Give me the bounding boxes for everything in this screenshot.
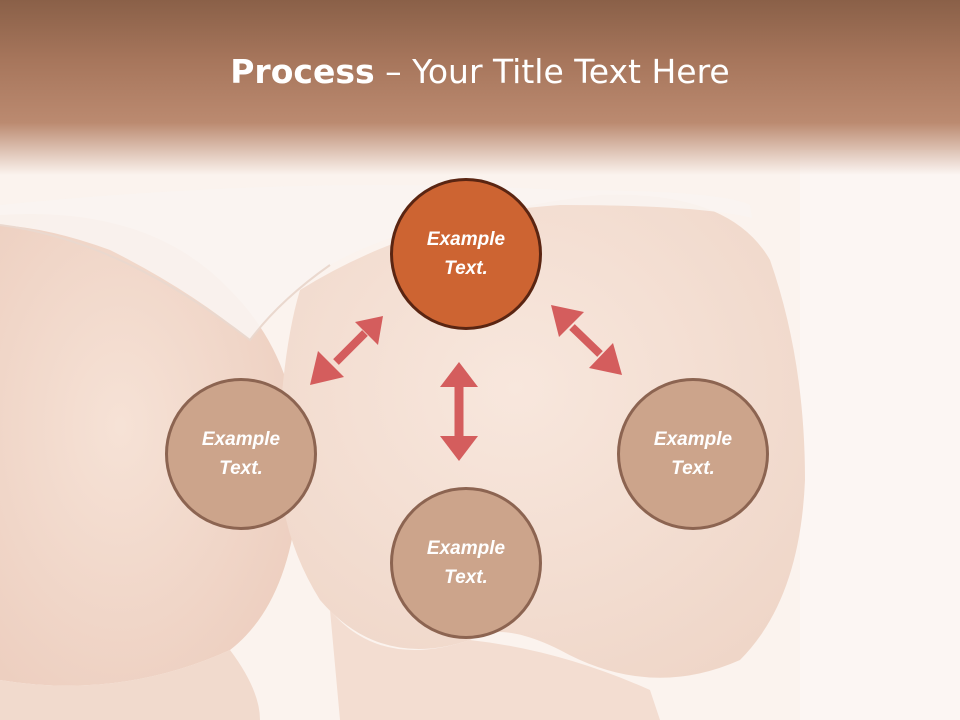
arrow-center-bottom — [440, 362, 478, 461]
node-left-line1: Example — [201, 429, 281, 450]
title-rest: – Your Title Text Here — [374, 52, 730, 91]
node-bottom-line1: Example — [426, 538, 506, 559]
node-bottom-line2: Text. — [444, 567, 488, 588]
node-right-line2: Text. — [671, 458, 715, 479]
node-center-line2: Text. — [444, 258, 488, 279]
title-band — [0, 0, 960, 175]
arrow-center-right — [551, 305, 622, 375]
node-right-line1: Example — [653, 429, 733, 450]
page-title: Process – Your Title Text Here — [0, 52, 960, 91]
node-center-line1: Example — [426, 229, 506, 250]
arrow-center-left — [310, 316, 383, 385]
title-bold: Process — [230, 52, 375, 91]
node-left-line2: Text. — [219, 458, 263, 479]
